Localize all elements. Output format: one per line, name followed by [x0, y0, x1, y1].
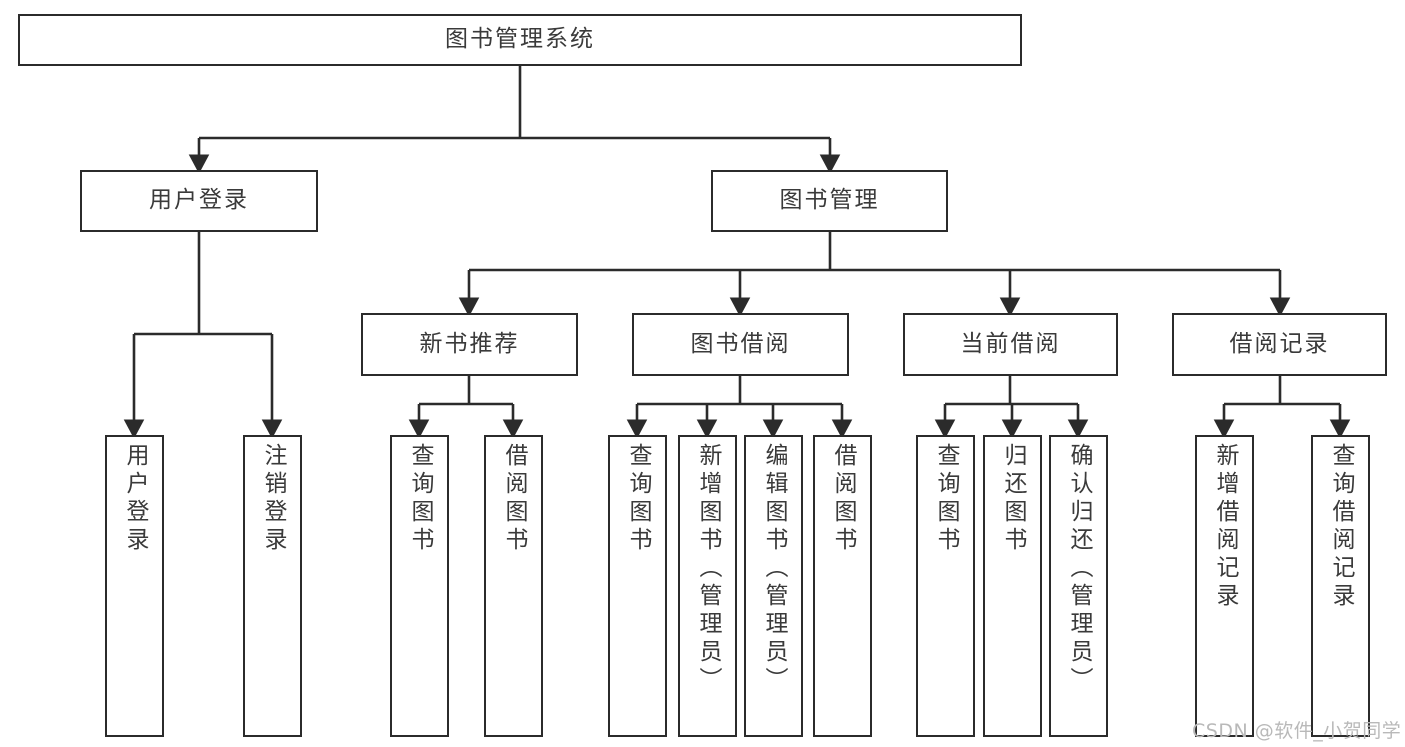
node-leaf-borrow-book-rec-label: 借阅图书: [501, 443, 527, 555]
node-user-login[interactable]: 用户登录: [80, 170, 318, 232]
node-new-book-recommend-label: 新书推荐: [419, 330, 520, 357]
node-leaf-user-login-label: 用户登录: [122, 443, 148, 555]
node-leaf-return-book-label: 归还图书: [1000, 443, 1026, 555]
node-leaf-return-book[interactable]: 归还图书: [983, 435, 1042, 737]
node-leaf-query-borrow-record-label: 查询借阅记录: [1328, 443, 1354, 611]
node-root[interactable]: 图书管理系统: [18, 14, 1022, 66]
node-book-manage[interactable]: 图书管理: [711, 170, 948, 232]
node-leaf-add-borrow-record-label: 新增借阅记录: [1212, 443, 1238, 611]
node-leaf-confirm-return-admin-label: 确认归还（管理员）: [1066, 443, 1092, 695]
node-borrow-record[interactable]: 借阅记录: [1172, 313, 1387, 376]
node-borrow-record-label: 借阅记录: [1229, 330, 1330, 357]
node-user-login-label: 用户登录: [149, 187, 249, 214]
node-leaf-borrow-book[interactable]: 借阅图书: [813, 435, 872, 737]
node-book-borrow[interactable]: 图书借阅: [632, 313, 849, 376]
node-leaf-logout-login-label: 注销登录: [260, 443, 286, 555]
node-book-manage-label: 图书管理: [779, 187, 880, 214]
node-leaf-add-book-admin[interactable]: 新增图书（管理员）: [678, 435, 737, 737]
node-root-label: 图书管理系统: [445, 26, 595, 53]
node-leaf-confirm-return-admin[interactable]: 确认归还（管理员）: [1049, 435, 1108, 737]
node-leaf-add-book-admin-label: 新增图书（管理员）: [695, 443, 721, 695]
node-leaf-query-book-current[interactable]: 查询图书: [916, 435, 975, 737]
node-leaf-logout-login[interactable]: 注销登录: [243, 435, 302, 737]
node-leaf-query-borrow-record[interactable]: 查询借阅记录: [1311, 435, 1370, 737]
node-leaf-query-book-rec-label: 查询图书: [407, 443, 433, 555]
node-leaf-edit-book-admin-label: 编辑图书（管理员）: [761, 443, 787, 695]
node-new-book-recommend[interactable]: 新书推荐: [361, 313, 578, 376]
node-leaf-add-borrow-record[interactable]: 新增借阅记录: [1195, 435, 1254, 737]
node-leaf-borrow-book-label: 借阅图书: [830, 443, 856, 555]
node-leaf-query-book-borrow-label: 查询图书: [625, 443, 651, 555]
node-current-borrow[interactable]: 当前借阅: [903, 313, 1118, 376]
node-leaf-query-book-rec[interactable]: 查询图书: [390, 435, 449, 737]
node-book-borrow-label: 图书借阅: [690, 330, 791, 357]
node-leaf-borrow-book-rec[interactable]: 借阅图书: [484, 435, 543, 737]
node-leaf-query-book-current-label: 查询图书: [933, 443, 959, 555]
node-current-borrow-label: 当前借阅: [960, 330, 1061, 357]
node-leaf-user-login[interactable]: 用户登录: [105, 435, 164, 737]
csdn-watermark: CSDN @软件_小贺同学: [1192, 720, 1402, 742]
node-leaf-edit-book-admin[interactable]: 编辑图书（管理员）: [744, 435, 803, 737]
node-leaf-query-book-borrow[interactable]: 查询图书: [608, 435, 667, 737]
